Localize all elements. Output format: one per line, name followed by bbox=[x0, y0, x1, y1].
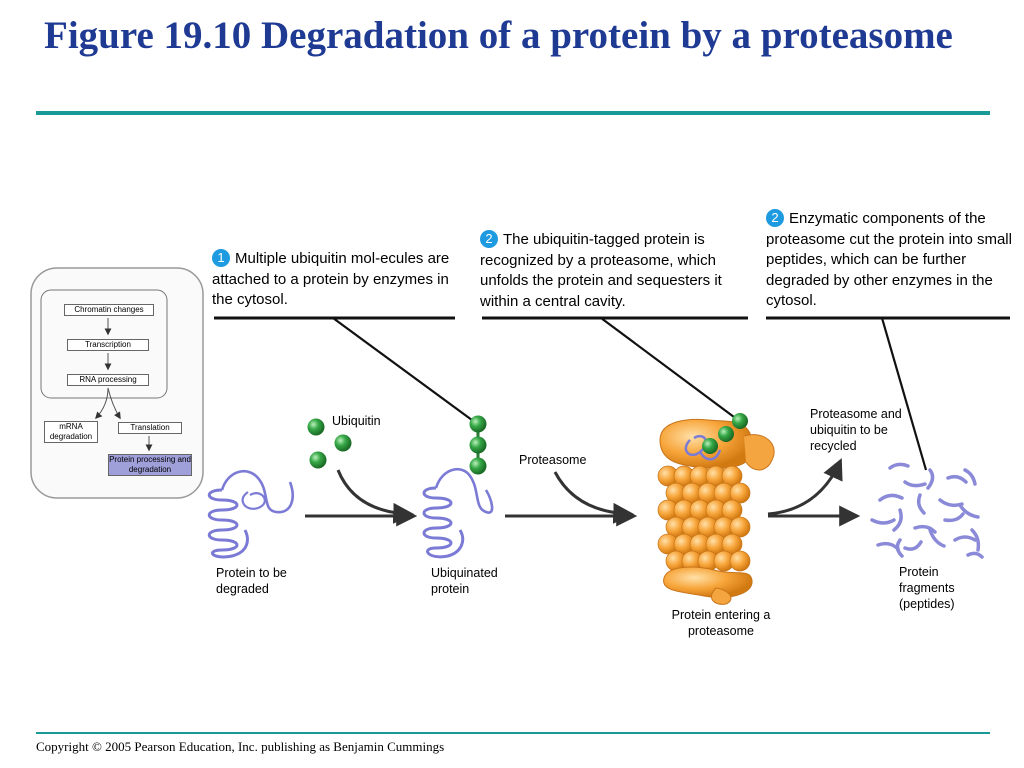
flowchart-transcription-box: Transcription bbox=[67, 339, 149, 351]
flowchart-chromatin-box: Chromatin changes bbox=[64, 304, 154, 316]
free-ubiquitin-icon bbox=[307, 418, 352, 469]
flowchart-translation-box: Translation bbox=[118, 422, 182, 434]
protein-to-be-degraded-label: Protein to be degraded bbox=[216, 566, 287, 596]
proteasome-icon bbox=[657, 413, 775, 605]
footer-divider bbox=[36, 732, 990, 734]
proteasome-label: Proteasome bbox=[519, 453, 587, 467]
ubiquitin-chain-icon bbox=[469, 415, 487, 475]
flowchart-mrna-degradation-box: mRNA degradation bbox=[44, 421, 98, 443]
step-1-text: Multiple ubiquitin mol-ecules are attach… bbox=[212, 250, 450, 308]
step-2-text: The ubiquitin-tagged protein is recogniz… bbox=[480, 231, 722, 310]
step-3-badge: 2 bbox=[766, 209, 784, 227]
recycled-label: Proteasome and ubiquitin to be recycled bbox=[810, 407, 902, 453]
flowchart-rna-processing-box: RNA processing bbox=[67, 374, 149, 386]
protein-entering-proteasome-label: Protein entering a proteasome bbox=[671, 608, 771, 638]
protein-fragments-label: Protein fragments (peptides) bbox=[899, 565, 955, 611]
leader-lines bbox=[214, 316, 1010, 471]
ubiquinated-protein-label: Ubiquinated protein bbox=[431, 566, 498, 596]
protein-coil-icon bbox=[207, 469, 294, 559]
step-3-text: Enzymatic components of the proteasome c… bbox=[766, 210, 1012, 309]
ubiquitin-label: Ubiquitin bbox=[332, 414, 381, 428]
ubiquinated-protein-coil-icon bbox=[422, 467, 494, 559]
page-title: Figure 19.10 Degradation of a protein by… bbox=[44, 14, 953, 57]
flowchart-protein-processing-box: Protein processing and degradation bbox=[108, 454, 192, 476]
reaction-arrows bbox=[305, 458, 861, 527]
peptide-fragments-icon bbox=[870, 462, 984, 559]
title-divider bbox=[36, 111, 990, 115]
copyright-text: Copyright © 2005 Pearson Education, Inc.… bbox=[36, 739, 445, 754]
step-1-badge: 1 bbox=[212, 249, 230, 267]
step-2-badge: 2 bbox=[480, 230, 498, 248]
